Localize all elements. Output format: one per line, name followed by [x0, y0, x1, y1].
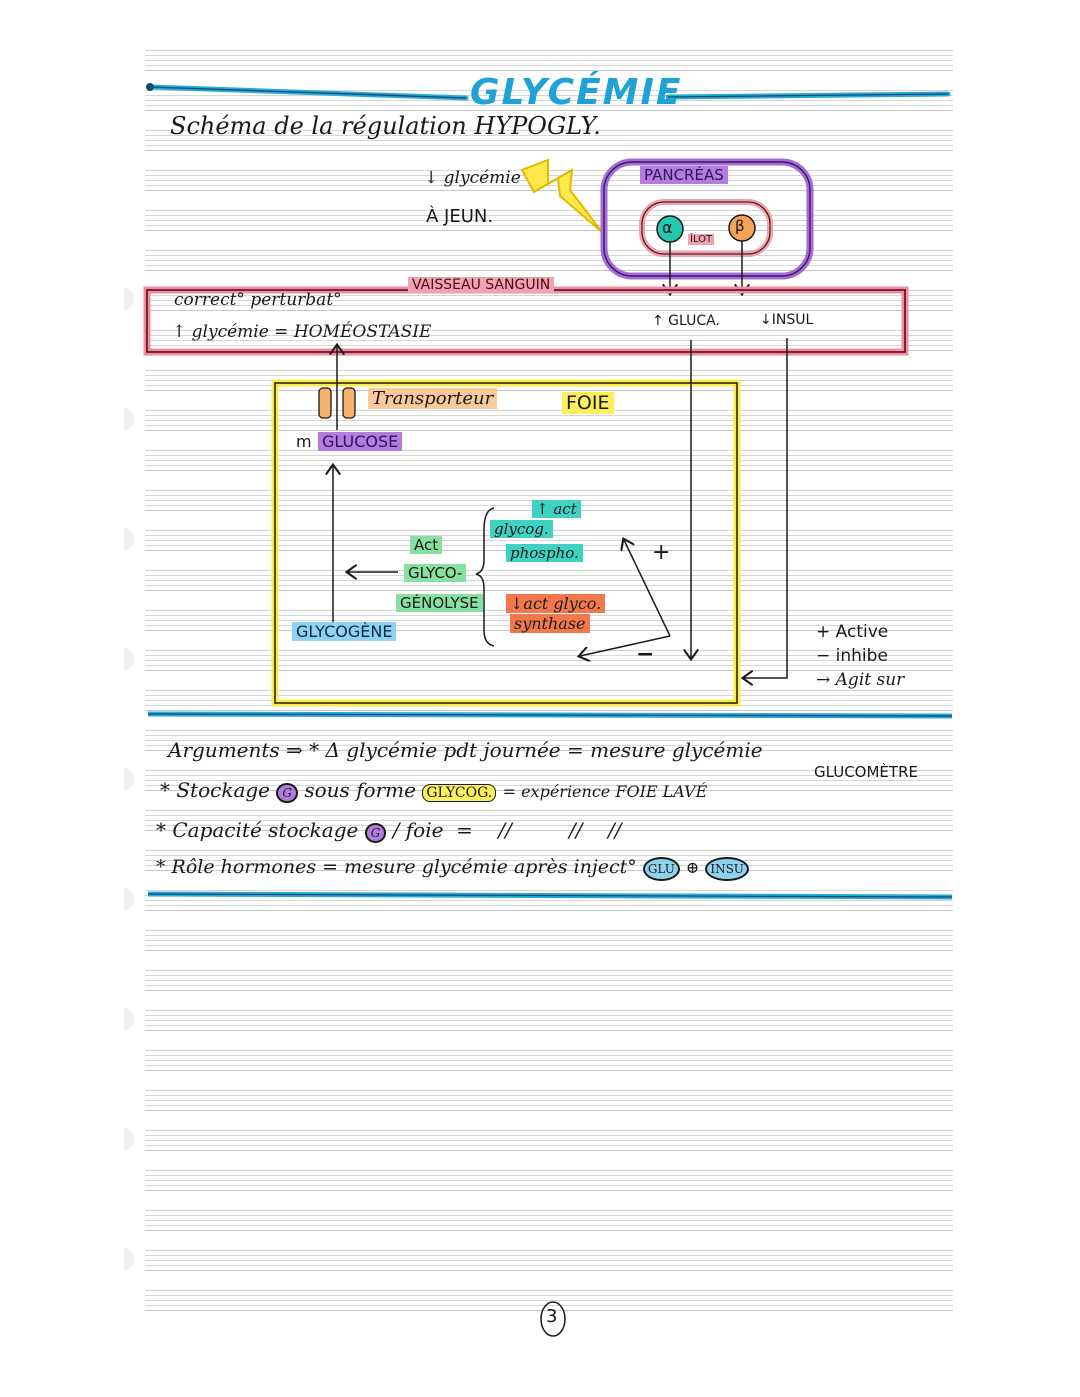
- argument-text: sous forme: [304, 778, 416, 802]
- liver-label: FOIE: [562, 392, 614, 414]
- legend-label: inhibe: [835, 646, 888, 666]
- punch-hole: [124, 768, 134, 790]
- argument-text: = expérience FOIE LAVÉ: [502, 782, 708, 801]
- trigger-fasting: À JEUN.: [426, 206, 494, 227]
- vessel-note-homeostasis: ↑ glycémie = HOMÉOSTASIE: [172, 322, 432, 342]
- vessel-note-correction: correct° perturbat°: [174, 290, 342, 310]
- trigger-glycemia: ↓ glycémie: [424, 168, 521, 188]
- inhibition-sign: −: [636, 642, 655, 667]
- glucagon-label: ↑ GLUCA.: [652, 313, 720, 329]
- phosphorylase-text-2: glycog.: [490, 520, 553, 538]
- argument-text: / foie = // // //: [392, 818, 622, 842]
- legend-symbol: −: [816, 646, 831, 666]
- legend-label: Agit sur: [835, 670, 905, 690]
- synthase-text-2: synthase: [510, 614, 590, 633]
- legend-label: Active: [835, 622, 889, 642]
- punch-hole: [124, 1008, 134, 1030]
- argument-text: * Stockage: [160, 778, 271, 802]
- argument-text: * Capacité stockage: [156, 818, 359, 842]
- legend-symbol: →: [816, 670, 831, 690]
- arguments-line-1: Arguments ⇒ * Δ glycémie pdt journée = m…: [168, 738, 763, 762]
- glucose-badge: G: [364, 823, 387, 843]
- punch-hole: [124, 888, 134, 910]
- argument-text: * Rôle hormones = mesure glycémie après …: [156, 856, 637, 878]
- vessel-label: VAISSEAU SANGUIN: [408, 277, 555, 293]
- phosphorylase-text-1: ↑ act: [532, 500, 581, 518]
- islet-label: ÎLOT: [688, 234, 715, 245]
- punch-hole: [124, 1128, 134, 1150]
- punch-hole: [124, 1248, 134, 1270]
- plus-symbol: ⊕: [685, 858, 700, 877]
- glycogenolysis-label-1: GLYCO-: [404, 564, 467, 582]
- alpha-cell-label: α: [662, 218, 673, 237]
- glycogen-badge: GLYCOG.: [422, 784, 497, 802]
- activation-sign: +: [652, 540, 671, 565]
- transporter-label: Transporteur: [368, 388, 498, 409]
- glycogen-label: GLYCOGÈNE: [292, 622, 397, 641]
- glycogenolysis-label-2: GÉNOLYSE: [396, 594, 483, 612]
- legend-symbol: +: [816, 622, 831, 642]
- arguments-line-3: * Capacité stockage G / foie = // // //: [156, 818, 621, 843]
- punch-hole: [124, 408, 134, 430]
- page-number: 3: [546, 1306, 558, 1327]
- arguments-line-2: * Stockage G sous forme GLYCOG. = expéri…: [160, 778, 707, 803]
- synthase-text-1: ↓act glyco.: [506, 594, 606, 613]
- arguments-line-4: * Rôle hormones = mesure glycémie après …: [156, 856, 749, 881]
- insulin-label: ↓INSUL: [760, 312, 814, 328]
- legend-item: → Agit sur: [816, 668, 904, 692]
- beta-cell-label: β: [735, 217, 745, 235]
- glucose-prefix: m: [296, 432, 312, 451]
- argument-text: Δ glycémie pdt journée = mesure glycémie: [325, 738, 763, 762]
- pancreas-label: PANCRÉAS: [640, 166, 728, 184]
- legend-item: + Active: [816, 620, 904, 644]
- glucose-badge: G: [276, 783, 298, 803]
- glucose-label: GLUCOSE: [318, 432, 403, 451]
- legend-item: − inhibe: [816, 644, 904, 668]
- phosphorylase-text-3: phospho.: [506, 544, 583, 562]
- arguments-heading: Arguments ⇒ *: [168, 738, 320, 762]
- punch-hole: [124, 648, 134, 670]
- legend: + Active − inhibe → Agit sur: [816, 620, 904, 692]
- punch-hole: [124, 528, 134, 550]
- glucometer-note: GLUCOMÈTRE: [814, 763, 918, 781]
- insulin-badge: INSU: [705, 857, 749, 881]
- act-label: Act: [410, 536, 443, 554]
- punch-hole: [124, 288, 134, 310]
- page-title: GLYCÉMIE: [470, 72, 683, 113]
- glucagon-badge: GLU: [642, 857, 680, 881]
- diagram-subtitle: Schéma de la régulation HYPOGLY.: [170, 112, 601, 140]
